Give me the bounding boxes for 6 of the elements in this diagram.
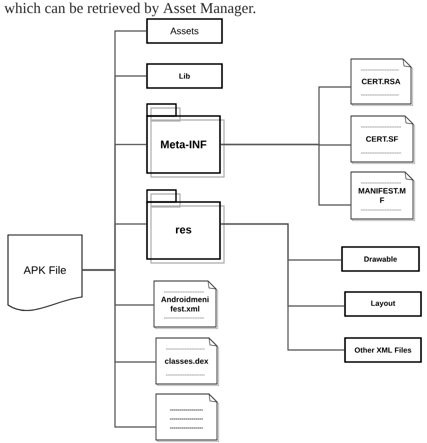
- text-box: Assets: [146, 18, 223, 44]
- file-page: [156, 394, 220, 442]
- connector-line: [220, 223, 344, 351]
- body-text: which can be retrieved by Asset Manager.: [4, 2, 256, 16]
- connector-line: [220, 144, 351, 206]
- connector-line: [82, 269, 156, 428]
